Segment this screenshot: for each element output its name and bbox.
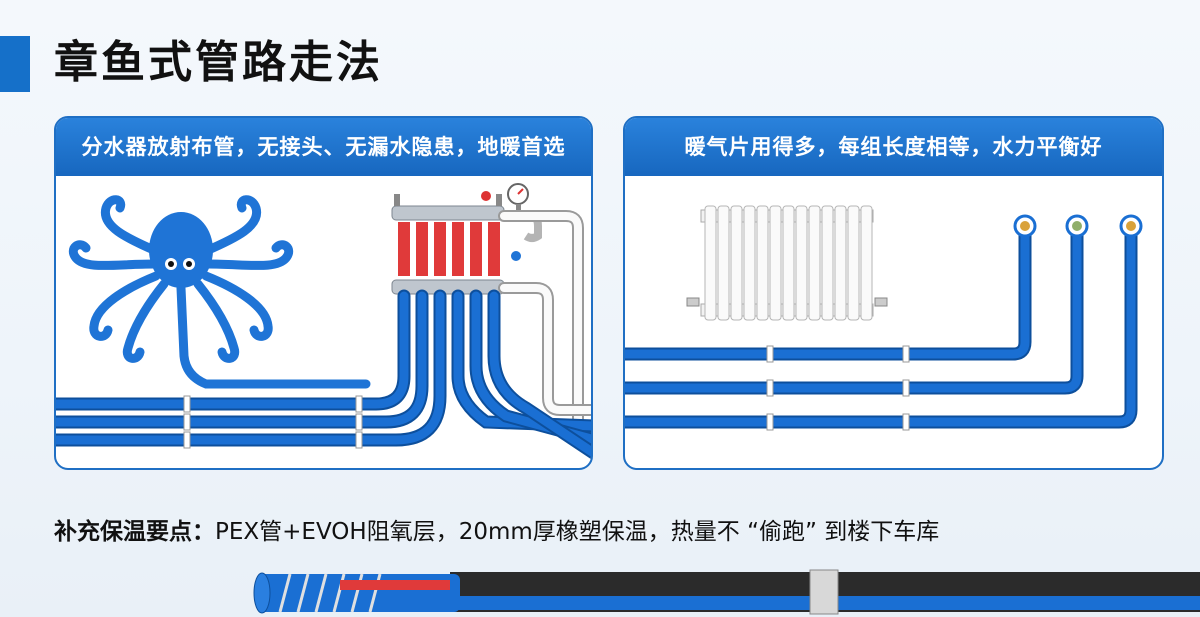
radiator-diagram (625, 205, 1143, 431)
manifold-icon (391, 191, 521, 295)
tip-text: PEX管+EVOH阻氧层，20mm厚橡塑保温，热量不 “偷跑” 到楼下车库 (215, 519, 940, 545)
tip-label: 补充保温要点： (54, 519, 215, 545)
radiator-panel: 暖气片用得多，每组长度相等，水力平衡好 (623, 116, 1164, 470)
pipe-clips-right (766, 345, 910, 431)
radiator-icon (686, 205, 888, 321)
radiator-panel-header: 暖气片用得多，每组长度相等，水力平衡好 (625, 118, 1162, 176)
manifold-panel-header: 分水器放射布管，无接头、无漏水隐患，地暖首选 (56, 118, 591, 176)
insulated-pipe-illustration (253, 569, 1200, 615)
title-accent-bar (0, 36, 30, 92)
radiant-pipes (56, 289, 591, 460)
insulation-tip: 补充保温要点：PEX管+EVOH阻氧层，20mm厚橡塑保温，热量不 “偷跑” 到… (54, 512, 939, 546)
pipe-clips (183, 395, 363, 449)
octopus-head (149, 212, 213, 288)
manifold-panel: 分水器放射布管，无接头、无漏水隐患，地暖首选 (54, 116, 593, 470)
supply-pipes (498, 210, 591, 432)
page-title: 章鱼式管路走法 (54, 37, 383, 88)
manifold-diagram (56, 183, 591, 460)
equal-length-pipes (625, 219, 1138, 429)
octopus-icon (68, 195, 371, 389)
pipe-outlets (1013, 214, 1143, 238)
